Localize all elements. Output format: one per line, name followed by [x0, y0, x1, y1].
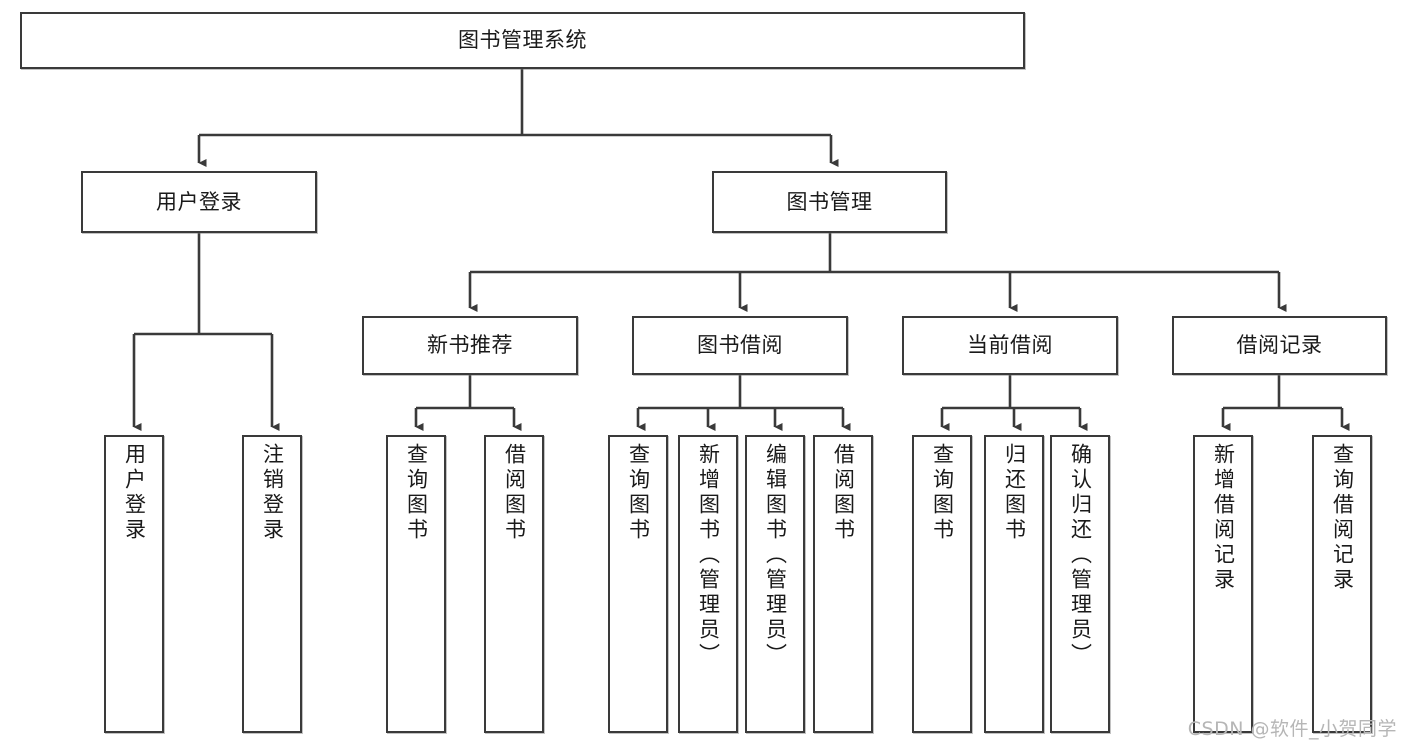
node-leaf-user-login[interactable]: 用户登录 [104, 435, 164, 733]
node-book-borrow[interactable]: 图书借阅 [632, 316, 848, 375]
node-borrow-record[interactable]: 借阅记录 [1172, 316, 1387, 375]
csdn-watermark: CSDN @软件_小贺同学 [1187, 718, 1397, 740]
node-label-book-management: 图书管理 [786, 189, 873, 214]
node-leaf-borrow-book-new[interactable]: 借阅图书 [484, 435, 544, 733]
node-user-login[interactable]: 用户登录 [81, 171, 317, 233]
node-leaf-query-book-new[interactable]: 查询图书 [386, 435, 446, 733]
node-label-leaf-query-book-new: 查询图书 [404, 443, 429, 543]
node-new-book-recommend[interactable]: 新书推荐 [362, 316, 578, 375]
node-leaf-query-book-current[interactable]: 查询图书 [912, 435, 972, 733]
node-label-leaf-borrow-book: 借阅图书 [831, 443, 856, 543]
node-leaf-edit-book[interactable]: 编辑图书（管理员） [745, 435, 805, 733]
node-current-borrow[interactable]: 当前借阅 [902, 316, 1118, 375]
node-leaf-query-book-borrow[interactable]: 查询图书 [608, 435, 668, 733]
node-label-leaf-edit-book: 编辑图书（管理员） [763, 443, 788, 668]
node-label-leaf-borrow-book-new: 借阅图书 [502, 443, 527, 543]
node-label-leaf-add-borrow-record: 新增借阅记录 [1211, 443, 1236, 593]
node-leaf-return-book[interactable]: 归还图书 [984, 435, 1044, 733]
node-leaf-query-borrow-record[interactable]: 查询借阅记录 [1312, 435, 1372, 733]
node-label-leaf-user-login: 用户登录 [122, 443, 147, 543]
node-label-leaf-return-book: 归还图书 [1002, 443, 1027, 543]
node-leaf-add-borrow-record[interactable]: 新增借阅记录 [1193, 435, 1253, 733]
node-label-leaf-query-book-current: 查询图书 [930, 443, 955, 543]
node-label-leaf-add-book: 新增图书（管理员） [696, 443, 721, 668]
node-book-management[interactable]: 图书管理 [712, 171, 947, 233]
node-label-leaf-user-logout: 注销登录 [260, 443, 285, 543]
node-label-user-login: 用户登录 [156, 189, 242, 214]
node-label-borrow-record: 借阅记录 [1236, 333, 1323, 358]
node-leaf-add-book[interactable]: 新增图书（管理员） [678, 435, 738, 733]
node-leaf-confirm-return[interactable]: 确认归还（管理员） [1050, 435, 1110, 733]
node-label-current-borrow: 当前借阅 [967, 333, 1053, 358]
node-label-leaf-confirm-return: 确认归还（管理员） [1068, 443, 1093, 668]
node-label-book-borrow: 图书借阅 [697, 333, 783, 358]
node-leaf-user-logout[interactable]: 注销登录 [242, 435, 302, 733]
node-label-leaf-query-book-borrow: 查询图书 [626, 443, 651, 543]
node-label-root: 图书管理系统 [458, 28, 587, 53]
node-root-system[interactable]: 图书管理系统 [20, 12, 1025, 69]
node-label-new-book-recommend: 新书推荐 [427, 333, 513, 358]
node-label-leaf-query-borrow-record: 查询借阅记录 [1330, 443, 1355, 593]
node-leaf-borrow-book[interactable]: 借阅图书 [813, 435, 873, 733]
